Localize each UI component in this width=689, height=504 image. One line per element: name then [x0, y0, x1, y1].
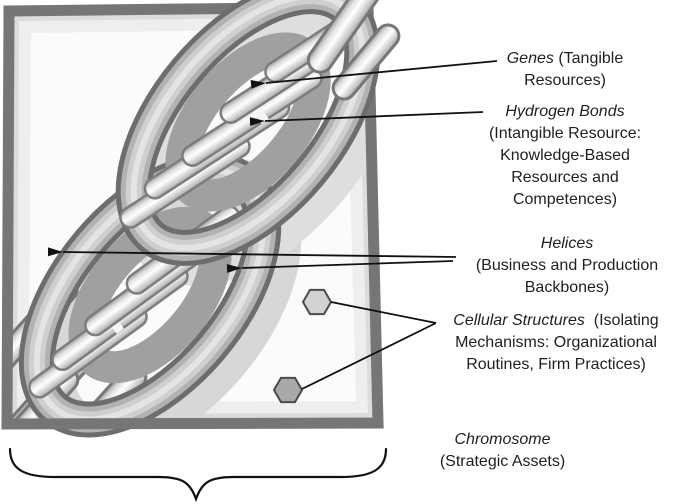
label-genes: Genes (Tangible Resources)	[460, 48, 670, 92]
hexagon-cellular-structure-lower	[272, 376, 304, 404]
connector-lines	[47, 60, 498, 390]
label-cellular-structures: Cellular Structures (Isolating Mechanism…	[453, 312, 659, 373]
label-genes-line1: Genes (Tangible	[506, 50, 624, 67]
hexagon-cellular-structure-upper	[301, 288, 333, 316]
label-genes-line2: Resources)	[524, 72, 606, 89]
arrow-genes	[250, 60, 498, 89]
label-chromosome: Chromosome (Strategic Assets)	[439, 431, 566, 470]
arrow-helix-left	[47, 247, 457, 258]
arrow-helix-right	[226, 260, 454, 273]
label-hydrogen-bonds: Hydrogen Bonds (Intangible Resource: Kno…	[488, 103, 642, 208]
label-helices: Helices (Business and Production Backbon…	[475, 235, 659, 296]
line-hexagon-lower	[301, 322, 437, 390]
line-hexagon-upper	[330, 301, 437, 324]
arrow-hydrogen-bonds	[249, 111, 484, 127]
top-right-strand-tubes	[306, 0, 401, 101]
curly-brace	[8, 447, 388, 503]
